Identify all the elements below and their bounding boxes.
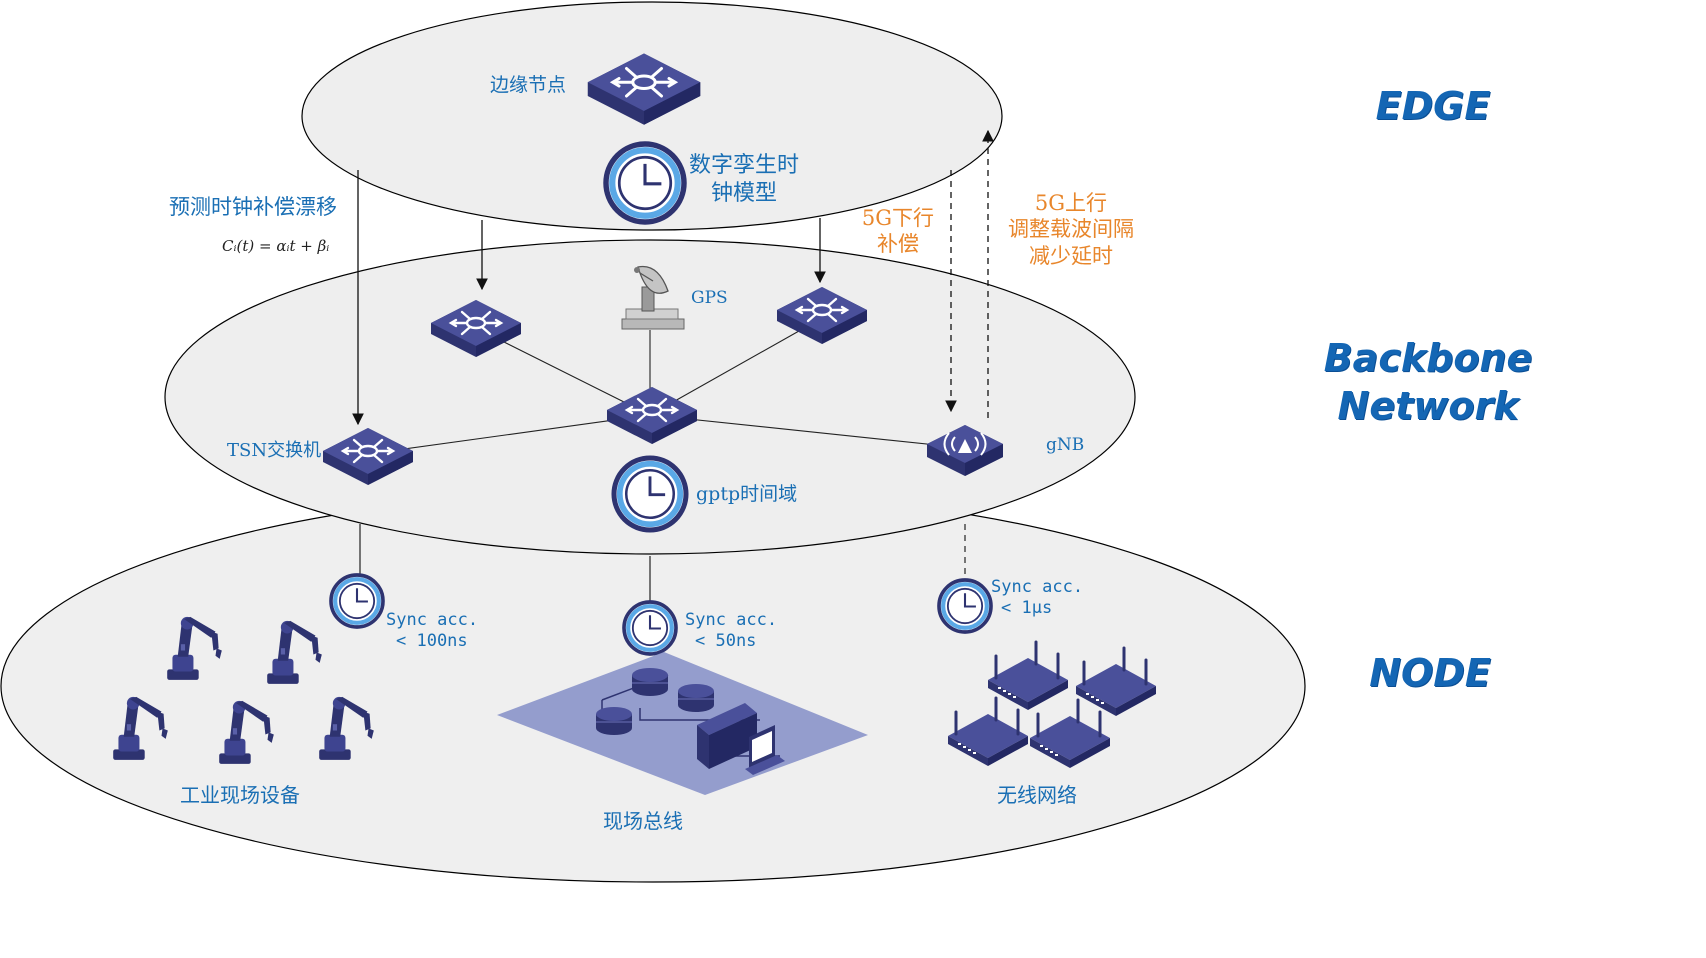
sync-wireless-clock-icon — [939, 580, 991, 632]
gnb-label: gNB — [1046, 435, 1085, 455]
gptp-label: gptp时间域 — [696, 483, 798, 505]
database-icon — [595, 706, 633, 736]
satellite-dish-icon — [621, 265, 685, 330]
uplink-line3: 减少延时 — [1029, 243, 1113, 268]
uplink-label: 5G上行 调整载波间隔 减少延时 — [996, 190, 1146, 269]
sync-industrial-clock-icon — [331, 575, 383, 627]
node-layer-title-text: NODE — [1369, 651, 1491, 695]
downlink-label: 5G下行 补偿 — [848, 205, 948, 258]
gps-label: GPS — [691, 288, 728, 308]
tsn-switch-label: TSN交换机 — [227, 440, 322, 461]
twin-model-clock-icon — [606, 144, 684, 222]
gptp-clock-icon — [614, 458, 686, 530]
sync-fieldbus-label: Sync acc. < 50ns — [685, 610, 777, 653]
backbone-title-line2: Network — [1337, 383, 1519, 428]
twin-model-line1: 数字孪生时 — [689, 153, 800, 178]
sync-wireless-line2: < 1μs — [1001, 598, 1053, 619]
twin-model-label: 数字孪生时 钟模型 — [689, 152, 799, 207]
backbone-title-line1: Backbone — [1323, 336, 1533, 380]
node-layer-title: NODE — [1350, 650, 1510, 698]
industrial-devices-label: 工业现场设备 — [180, 783, 300, 807]
sync-fieldbus-line2: < 50ns — [695, 631, 757, 652]
downlink-line2: 补偿 — [877, 232, 919, 257]
backbone-layer-title: Backbone Network — [1298, 335, 1558, 430]
sync-industrial-line1: Sync acc. — [386, 610, 479, 630]
sync-wireless-line1: Sync acc. — [991, 577, 1084, 597]
fieldbus-plane — [497, 652, 868, 795]
uplink-line2: 调整载波间隔 — [1008, 217, 1134, 242]
edge-layer-title-text: EDGE — [1375, 84, 1491, 128]
backbone-links — [367, 317, 966, 455]
drift-formula: Cᵢ(t) = αᵢt + βᵢ — [222, 237, 330, 255]
edge-node-label: 边缘节点 — [490, 74, 567, 96]
wireless-network-label: 无线网络 — [997, 783, 1077, 807]
sync-wireless-label: Sync acc. < 1μs — [991, 577, 1083, 620]
computer-icon — [697, 703, 785, 775]
database-icon — [677, 683, 715, 713]
base-station-icon — [927, 425, 1003, 476]
fieldbus-label: 现场总线 — [603, 809, 683, 833]
sync-fieldbus-line1: Sync acc. — [685, 610, 778, 630]
twin-model-line2: 钟模型 — [711, 180, 778, 206]
sync-fieldbus-clock-icon — [624, 602, 676, 654]
uplink-line1: 5G上行 — [1034, 191, 1108, 215]
edge-layer-title: EDGE — [1358, 83, 1508, 131]
downlink-line1: 5G下行 — [861, 206, 935, 230]
database-icon — [631, 667, 669, 697]
sync-industrial-line2: < 100ns — [396, 631, 468, 652]
predict-label: 预测时钟补偿漂移 — [169, 195, 337, 219]
sync-industrial-label: Sync acc. < 100ns — [386, 610, 478, 653]
